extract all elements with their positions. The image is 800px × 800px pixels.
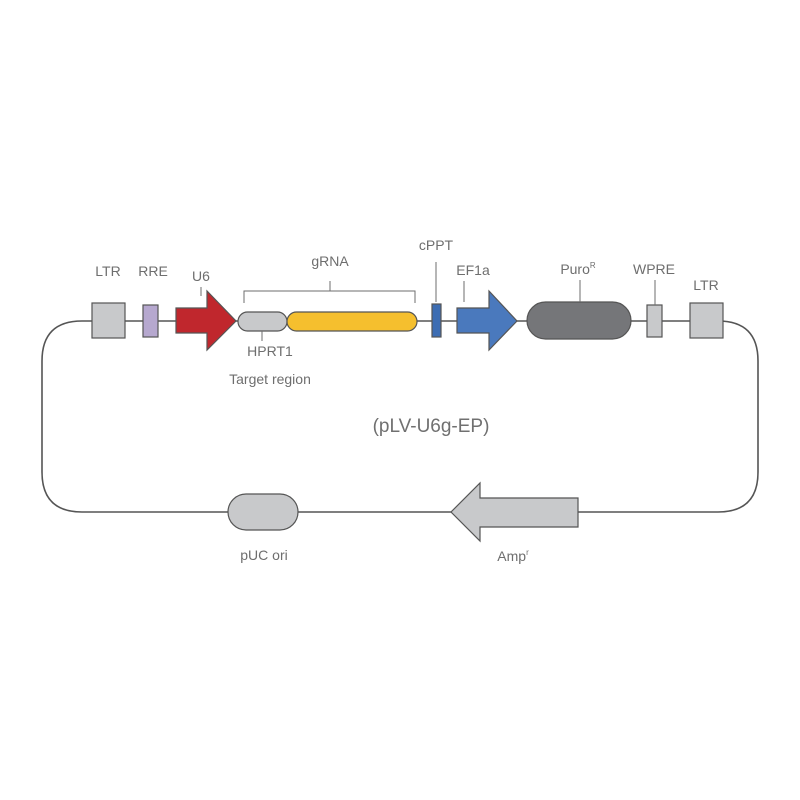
rre-label: RRE <box>138 263 168 279</box>
ltr-left-label: LTR <box>95 263 120 279</box>
puc-ori-pill <box>227 493 299 531</box>
hprt1-target-pill <box>237 311 288 332</box>
hprt1-target-region-label: Target region <box>229 371 311 387</box>
puro-label: PuroR <box>560 261 596 277</box>
amp-resistance-arrow <box>450 481 579 543</box>
puro-label-text: Puro <box>560 261 590 277</box>
puro-label-superscript: R <box>590 261 596 270</box>
u6-promoter-arrow <box>175 289 237 352</box>
puro-resistance-pill <box>526 301 632 340</box>
amp-label: Ampr <box>497 548 529 564</box>
ltr-right-box <box>689 302 724 339</box>
amp-label-text: Amp <box>497 548 526 564</box>
grna-bracket <box>243 290 416 303</box>
grna-scaffold-pill <box>286 311 418 332</box>
plasmid-backbone <box>41 320 759 513</box>
rre-box <box>142 304 159 338</box>
ltr-left-box <box>91 302 126 339</box>
ef1a-promoter-arrow <box>456 289 518 352</box>
ef1a-label: EF1a <box>456 262 490 278</box>
ltr-right-label: LTR <box>693 277 718 293</box>
amp-label-superscript: r <box>526 548 529 557</box>
plasmid-name: (pLV-U6g-EP) <box>373 416 490 437</box>
puc-ori-label: pUC ori <box>240 547 287 563</box>
wpre-label: WPRE <box>633 261 675 277</box>
cppt-box <box>431 303 442 338</box>
hprt1-label: HPRT1 <box>247 343 293 359</box>
u6-label: U6 <box>192 268 210 284</box>
wpre-box <box>646 304 663 338</box>
grna-label: gRNA <box>311 253 349 269</box>
cppt-label: cPPT <box>419 237 454 253</box>
